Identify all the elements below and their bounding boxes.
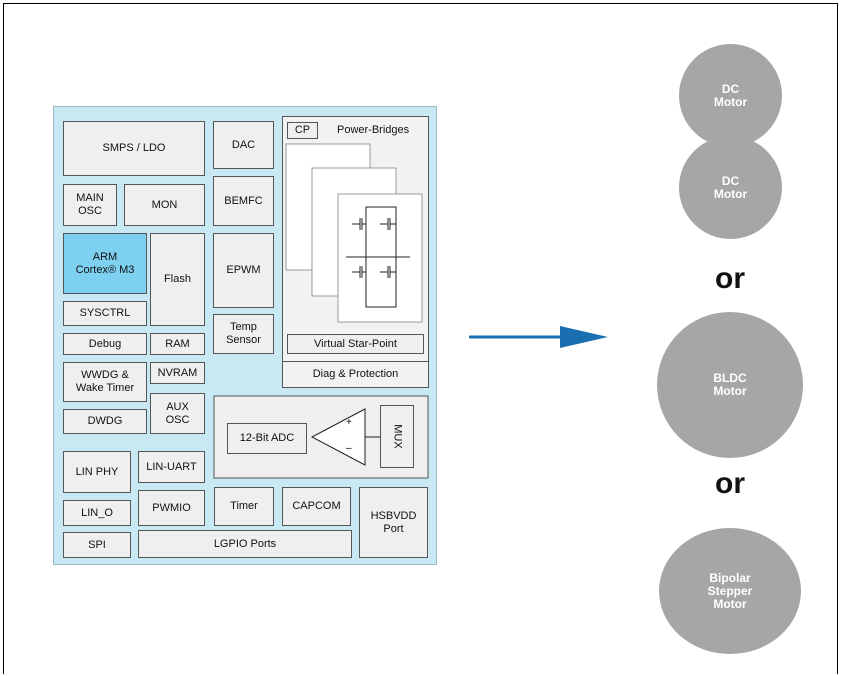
wwdg-wake-timer-block: WWDG & Wake Timer: [63, 362, 147, 402]
debug-block: Debug: [63, 333, 147, 355]
hsbvdd-port-block: HSBVDD Port: [359, 487, 428, 558]
diag-protection-block: Diag & Protection: [282, 361, 429, 388]
dac-block: DAC: [213, 121, 274, 169]
lin-phy-block: LIN PHY: [63, 451, 131, 493]
arm-cortex-m3-block: ARM Cortex® M3: [63, 233, 147, 294]
timer-block: Timer: [214, 487, 274, 526]
spi-block: SPI: [63, 532, 131, 558]
mosfet-3: [352, 266, 366, 278]
mosfet-4: [380, 266, 396, 278]
lgpio-ports-block: LGPIO Ports: [138, 530, 352, 558]
mosfet-1: [352, 218, 366, 230]
pwmio-block: PWMIO: [138, 490, 205, 526]
ram-block: RAM: [150, 333, 205, 355]
virtual-star-point-block: Virtual Star-Point: [287, 334, 424, 354]
mosfet-2: [380, 218, 396, 230]
or-label-1: or: [715, 262, 745, 295]
comparator-minus: –: [346, 443, 352, 454]
comparator-plus: +: [346, 417, 352, 428]
mux-label: MUX: [391, 424, 404, 449]
or-label-2: or: [715, 467, 745, 500]
lin-o-block: LIN_O: [63, 500, 131, 526]
mon-block: MON: [124, 184, 205, 226]
power-bridges-label: Power-Bridges: [337, 124, 410, 136]
aux-osc-block: AUX OSC: [150, 393, 205, 434]
flash-block: Flash: [150, 233, 205, 326]
arrow-head: [560, 326, 608, 348]
epwm-block: EPWM: [213, 233, 274, 308]
figure-frame: [3, 3, 838, 674]
lin-uart-block: LIN-UART: [138, 451, 205, 483]
smps-ldo-block: SMPS / LDO: [63, 121, 205, 176]
dwdg-block: DWDG: [63, 409, 147, 434]
bridge-outline-3: [337, 193, 423, 323]
nvram-block: NVRAM: [150, 362, 205, 384]
temp-sensor-block: Temp Sensor: [213, 314, 274, 354]
bemfc-block: BEMFC: [213, 176, 274, 226]
main-osc-block: MAIN OSC: [63, 184, 117, 226]
sysctrl-block: SYSCTRL: [63, 301, 147, 326]
dc-motor-1: DC Motor: [679, 44, 782, 147]
bldc-motor: BLDC Motor: [657, 312, 803, 458]
adc-block: 12-Bit ADC: [227, 423, 307, 454]
bipolar-stepper-motor: Bipolar Stepper Motor: [659, 528, 801, 654]
capcom-block: CAPCOM: [282, 487, 351, 526]
dc-motor-2: DC Motor: [679, 136, 782, 239]
cp-block: CP: [287, 122, 318, 139]
mux-block: MUX: [380, 405, 414, 468]
